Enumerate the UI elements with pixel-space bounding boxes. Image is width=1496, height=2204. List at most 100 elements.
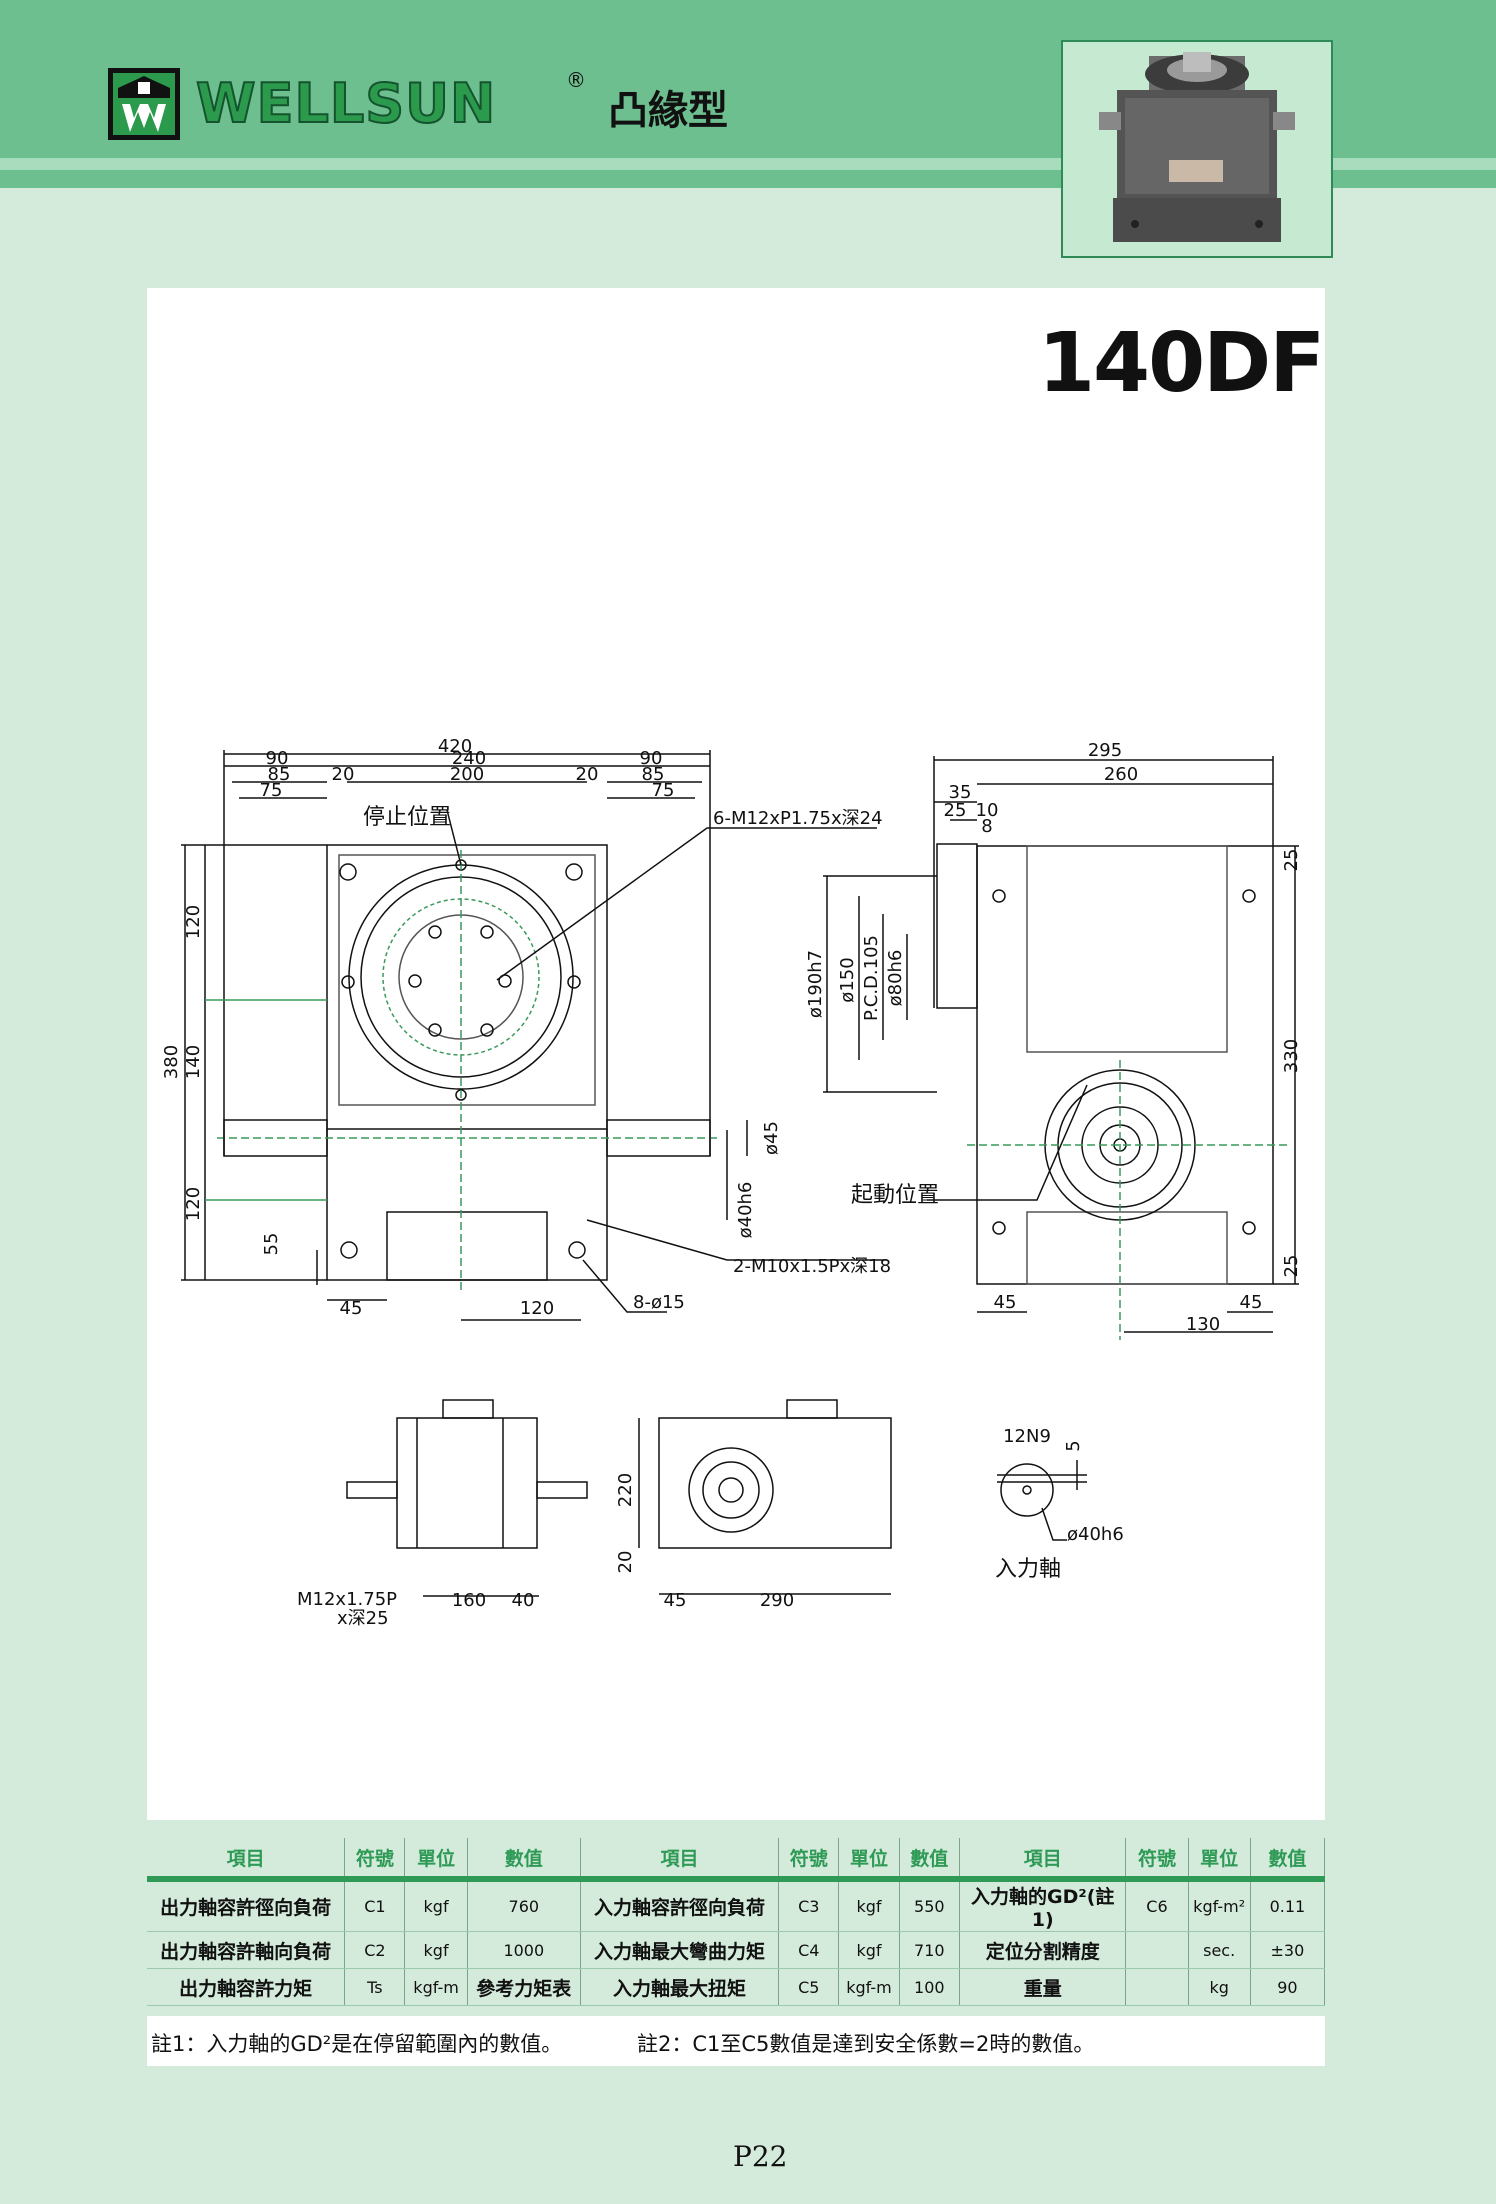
table-cell: kgf-m²	[1188, 1879, 1251, 1932]
side-flange	[936, 843, 978, 1009]
series-title: 凸緣型	[608, 88, 728, 134]
table-cell: 550	[899, 1879, 960, 1932]
table-cell: C1	[344, 1879, 406, 1932]
input-shaft-label: 入力軸	[995, 1557, 1061, 1582]
brand-name: WELLSUN	[195, 71, 497, 136]
small-tap-label: M12x1.75P	[297, 1589, 397, 1610]
dim-330: 330	[1281, 1039, 1302, 1073]
dim-85-right: 85	[642, 764, 665, 785]
table-cell: 1000	[467, 1931, 581, 1969]
col-header: 數值	[899, 1838, 960, 1882]
col-header: 數值	[1250, 1838, 1326, 1882]
dim-10: 10	[976, 800, 999, 821]
table-cell: 760	[467, 1879, 581, 1932]
table-cell: Ts	[344, 1968, 406, 2006]
col-header: 單位	[838, 1838, 900, 1882]
dim-shaft-45: ø45	[761, 1121, 782, 1155]
dim-20-left: 20	[332, 764, 355, 785]
dim-dia190: ø190h7	[805, 950, 826, 1018]
table-cell: sec.	[1188, 1931, 1251, 1969]
dim-8: 8	[981, 816, 992, 837]
dim-25-side: 25	[944, 800, 967, 821]
front-input-shaft-right	[606, 1119, 711, 1157]
table-cell: C4	[778, 1931, 840, 1969]
dim-20-small: 20	[615, 1551, 636, 1574]
dim-40: 40	[512, 1590, 535, 1611]
table-cell: C3	[778, 1879, 840, 1932]
model-number: 140DF	[1038, 316, 1325, 411]
dim-120-base: 120	[520, 1298, 554, 1319]
table-cell: 入力軸最大彎曲力矩	[580, 1931, 780, 1969]
table-row: 出力軸容許軸向負荷 C2 kgf 1000 入力軸最大彎曲力矩 C4 kgf 7…	[147, 1931, 1326, 1969]
keyway-depth: 5	[1063, 1440, 1084, 1451]
registered-mark: ®	[566, 68, 586, 92]
drawing-svg: 420 240 90 90 85 20 200 20 85 75 75 停止位置…	[161, 736, 1302, 1629]
keyway-label: 12N9	[1003, 1426, 1051, 1447]
dim-290: 290	[760, 1590, 794, 1611]
shaft-dia-label: ø40h6	[1067, 1524, 1124, 1545]
notes-bar: 註1：入力軸的GD²是在停留範圍內的數值。 註2：C1至C5數值是達到安全係數=…	[147, 2016, 1325, 2066]
wellsun-logo-icon	[108, 68, 180, 140]
table-cell: kgf	[404, 1879, 468, 1932]
table-cell: ±30	[1250, 1931, 1326, 1969]
page-number: P22	[733, 2140, 788, 2173]
dim-240: 240	[452, 748, 486, 769]
dim-overall-width: 420	[438, 736, 472, 757]
small-front-body	[396, 1417, 538, 1549]
dim-75-right: 75	[652, 780, 675, 801]
table-cell: 90	[1250, 1968, 1326, 2006]
col-header: 單位	[1188, 1838, 1251, 1882]
table-cell: C6	[1125, 1879, 1189, 1932]
table-row: 出力軸容許力矩 Ts kgf-m 參考力矩表 入力軸最大扭矩 C5 kgf-m …	[147, 1968, 1326, 2006]
col-header: 項目	[959, 1838, 1127, 1882]
col-header: 符號	[778, 1838, 840, 1882]
table-cell: 0.11	[1250, 1879, 1326, 1932]
holes-label: 8-ø15	[633, 1292, 685, 1313]
dim-380: 380	[161, 1045, 182, 1079]
dim-90-left: 90	[266, 748, 289, 769]
col-header: 項目	[580, 1838, 780, 1882]
col-header: 數值	[467, 1838, 581, 1882]
dim-160: 160	[452, 1590, 486, 1611]
product-photo	[1061, 40, 1333, 258]
dim-45-side-right: 45	[1240, 1292, 1263, 1313]
dim-90-right: 90	[640, 748, 663, 769]
table-cell: kgf-m	[404, 1968, 468, 2006]
content-panel	[147, 288, 1325, 1820]
table-cell: 100	[899, 1968, 960, 2006]
table-cell: 重量	[959, 1968, 1127, 2006]
dim-shaft-40h6: ø40h6	[735, 1182, 756, 1239]
front-input-shaft-left	[223, 1119, 328, 1157]
indexer-photo-illustration	[1099, 52, 1295, 242]
dim-260: 260	[1104, 764, 1138, 785]
dim-130: 130	[1186, 1314, 1220, 1335]
col-header: 單位	[404, 1838, 468, 1882]
table-cell: kgf	[838, 1931, 900, 1969]
table-cell	[1125, 1931, 1189, 1969]
spec-table: 項目 符號 單位 數值 項目 符號 單位 數值 項目 符號 單位 數值 出力軸容…	[147, 1838, 1326, 2006]
small-side-body	[658, 1417, 892, 1549]
dim-dia150: ø150	[837, 957, 858, 1002]
small-tap-depth: x深25	[337, 1608, 389, 1629]
table-cell: 入力軸容許徑向負荷	[580, 1879, 780, 1932]
dim-140: 140	[183, 1045, 204, 1079]
col-header: 項目	[147, 1838, 346, 1882]
shaft-detail-circle	[1000, 1463, 1054, 1517]
technical-drawing: 420 240 90 90 85 20 200 20 85 75 75 停止位置…	[147, 700, 1325, 1680]
dim-35: 35	[949, 782, 972, 803]
table-cell: kgf	[838, 1879, 900, 1932]
table-cell: kg	[1188, 1968, 1251, 2006]
table-cell: kgf	[404, 1931, 468, 1969]
col-header: 符號	[344, 1838, 406, 1882]
dim-45-bottom: 45	[340, 1298, 363, 1319]
dim-120-bottom: 120	[183, 1187, 204, 1221]
tap-top-label: 6-M12xP1.75x深24	[713, 808, 883, 829]
note-1: 註1：入力軸的GD²是在停留範圍內的數值。	[151, 2032, 563, 2056]
dim-45-side-left: 45	[994, 1292, 1017, 1313]
table-row: 出力軸容許徑向負荷 C1 kgf 760 入力軸容許徑向負荷 C3 kgf 55…	[147, 1879, 1326, 1932]
dim-45-small: 45	[664, 1590, 687, 1611]
table-cell: 出力軸容許徑向負荷	[147, 1879, 346, 1932]
side-body	[976, 845, 1274, 1285]
note-2: 註2：C1至C5數值是達到安全係數=2時的數值。	[637, 2032, 1095, 2056]
dim-75-left: 75	[260, 780, 283, 801]
